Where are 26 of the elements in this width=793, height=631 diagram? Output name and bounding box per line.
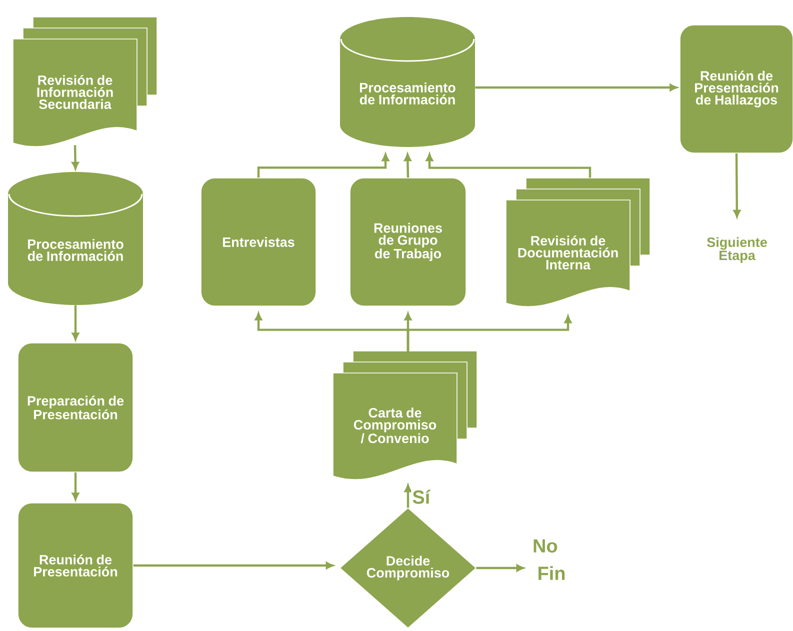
process-box: Entrevistas [200,178,316,306]
edge-label: Sí [411,488,432,505]
document-stack: Revisión de Documentación Interna [506,178,650,307]
arrow [426,154,592,178]
arrow [133,562,334,570]
arrow [733,153,740,218]
arrow [257,154,390,178]
process-box: Reuniones de Grupo de Trabajo [350,178,466,306]
edge-label: No [532,538,559,554]
document-stack: Carta de Compromiso / Convenio [332,350,478,480]
arrow [72,305,80,340]
arrow [404,484,412,508]
process-box: Preparación de Presentación [18,342,134,472]
arrow [475,84,678,92]
arrow [404,154,412,178]
process-box: Reunión de Presentación [18,502,134,628]
arrow [72,472,80,500]
arrow [406,316,572,352]
arrow [72,145,79,170]
document-stack: Revisión de Información Secundaria [12,16,158,147]
database-cylinder: Procesamiento de Información [8,172,143,305]
database-cylinder: Procesamiento de Información [340,17,475,147]
process-box: Reunión de Presentación de Hallazgos [680,24,793,154]
end-label: Siguiente Etapa [707,237,767,263]
end-label: Fin [538,566,565,580]
arrow [476,564,524,572]
